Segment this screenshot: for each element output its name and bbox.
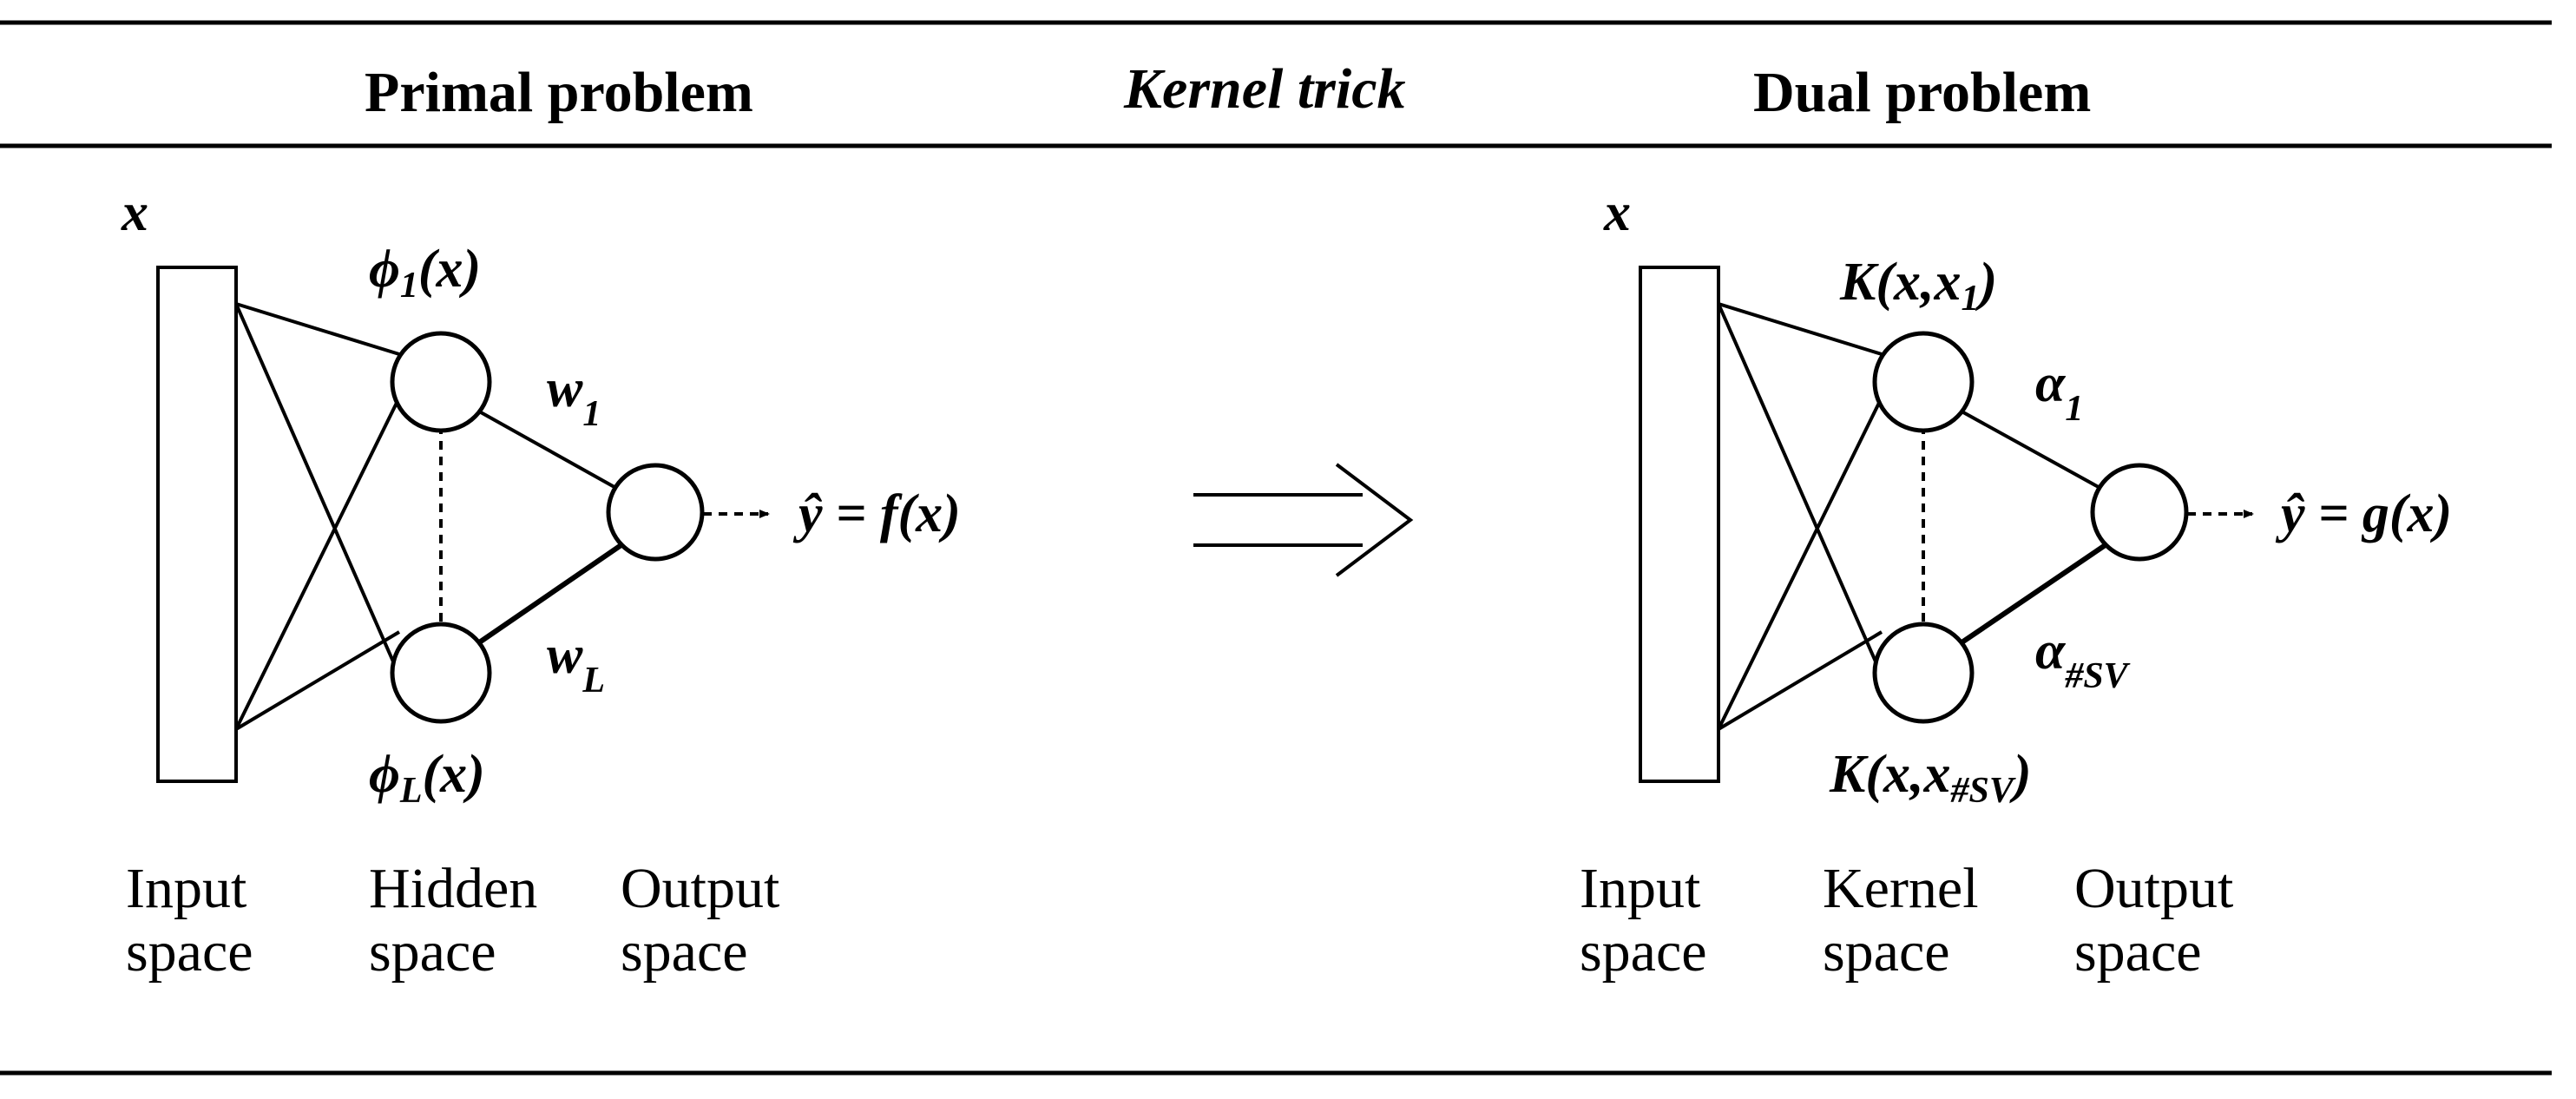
primal-edge [234,630,401,731]
primal-input-label: x [121,183,148,242]
dual-caption-input-2: space [1580,920,1707,984]
dual-output-label: ŷ = g(x) [2275,484,2452,543]
primal-edge [234,397,401,730]
primal-edge [234,303,401,676]
primal-hidden-node-bottom [390,622,492,724]
dual-edge [1717,630,1883,731]
dual-input-label: x [1603,183,1631,242]
dual-edge [1717,397,1883,730]
primal-caption-output: Output [621,857,779,920]
dual-input-layer [1639,266,1720,783]
primal-weight-top-label: w1 [547,359,601,434]
dual-caption-kernel: Kernel [1823,857,1979,920]
primal-network: x ϕ1(x) ϕL(x) w1 wL ŷ = f(x) [121,183,961,984]
dual-caption-output: Output [2074,857,2233,920]
dual-output-node [2090,463,2189,562]
primal-edge-w1 [472,406,621,492]
primal-caption-hidden-2: space [369,920,496,984]
dual-edge-alpha1 [1955,406,2106,492]
primal-caption-hidden: Hidden [369,857,537,920]
implies-arrow [1193,463,1414,577]
primal-caption-input-2: space [126,920,253,984]
dual-edge-alpha-sv [1954,540,2111,649]
primal-edge [235,302,400,356]
dual-kernel-bottom-label: K(x,x#SV) [1829,745,2032,811]
primal-edge-wl [471,540,627,649]
primal-hidden-bottom-label: ϕL(x) [369,745,485,811]
primal-output-node [606,463,705,562]
header-kernel-trick: Kernel trick [1123,57,1406,121]
dual-kernel-top-label: K(x,x1) [1839,253,1997,319]
header-primal: Primal problem [365,61,753,124]
primal-hidden-node-top [390,331,492,433]
dual-alpha-bottom-label: α#SV [2035,622,2131,696]
dual-caption-output-2: space [2074,920,2202,984]
primal-weight-bottom-label: wL [547,626,605,701]
dual-network: x K(x,x1) K(x,x#SV) α1 α#SV ŷ = g(x) Inp… [1580,183,2452,984]
primal-caption-output-2: space [621,920,748,984]
dual-kernel-node-top [1872,331,1975,433]
primal-output-label: ŷ = f(x) [792,484,961,543]
dual-kernel-node-bottom [1872,622,1975,724]
dual-edge [1717,303,1883,676]
primal-input-layer [156,266,238,783]
dual-alpha-top-label: α1 [2035,354,2083,429]
primal-hidden-top-label: ϕ1(x) [369,240,481,306]
header-dual: Dual problem [1753,61,2091,124]
primal-caption-input: Input [126,857,246,920]
dual-edge [1718,302,1883,356]
dual-caption-kernel-2: space [1823,920,1950,984]
dual-caption-input: Input [1580,857,1700,920]
